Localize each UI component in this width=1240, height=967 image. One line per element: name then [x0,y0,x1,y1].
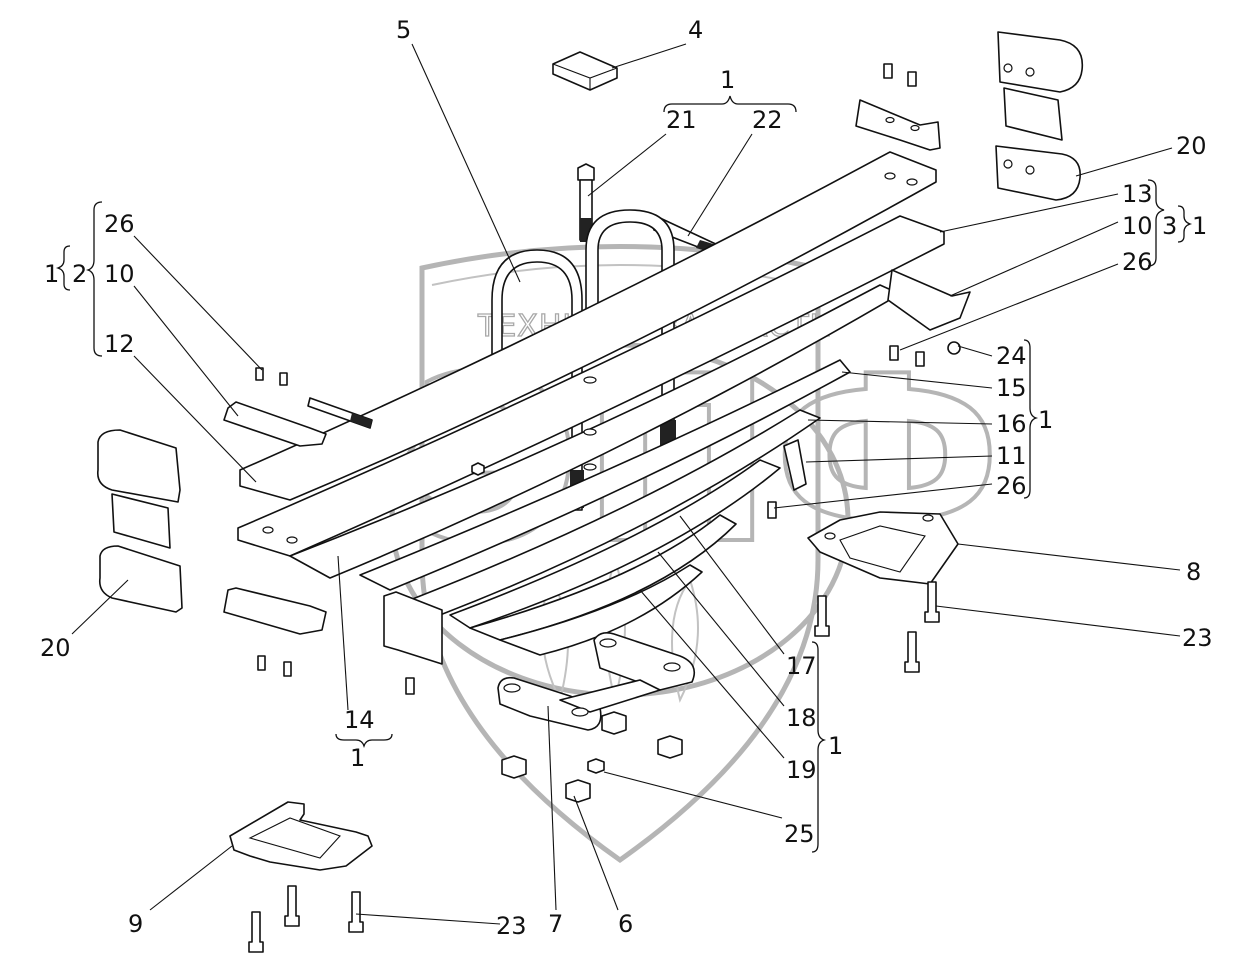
callout-26-right: 26 [1122,248,1153,276]
brace-right-3-outer [1177,205,1193,243]
brace-14 [335,733,393,749]
nut [565,779,591,803]
callout-12: 12 [104,330,135,358]
callout-10-right: 10 [1122,212,1153,240]
callout-13: 13 [1122,180,1153,208]
callout-8: 8 [1186,558,1201,586]
callout-16: 16 [996,410,1027,438]
part-20-support-left [96,429,183,613]
callout-19: 19 [786,756,817,784]
callout-9: 9 [128,910,143,938]
callout-4: 4 [688,16,703,44]
group-label-14: 1 [350,744,365,772]
callout-7: 7 [548,910,563,938]
callout-11: 11 [996,442,1027,470]
part-clamp-left [383,591,443,665]
brace-lower-1 [811,641,827,853]
callout-15: 15 [996,374,1027,402]
brace-right-1 [1023,339,1039,499]
group-label-left-2-outer: 1 [44,260,59,288]
callout-10-left: 10 [104,260,135,288]
part-23-bolts-right [814,581,940,673]
part-4-rubber-pad [552,51,618,91]
group-label-top: 1 [720,66,735,94]
part-10-bracket-right [887,269,971,331]
leader-lines [71,43,1181,925]
callout-23-right: 23 [1182,624,1213,652]
callout-labels: 5 4 1 21 22 20 13 10 3 1 26 24 15 16 1 1… [40,16,1213,940]
callout-17: 17 [786,652,817,680]
nut [601,711,627,735]
part-9-bracket [229,801,373,871]
leaf-17 [449,459,781,629]
group-label-left-2: 2 [72,260,87,288]
leaf-16 [409,409,821,616]
group-braces [55,95,1193,853]
group-label-3: 3 [1162,212,1177,240]
part-10-bracket-top [855,63,941,151]
leaf-12 [239,151,937,501]
part-7-shackle [497,632,696,731]
callout-5: 5 [396,16,411,44]
callout-6: 6 [618,910,633,938]
leaf-13 [237,215,945,557]
callout-20-right: 20 [1176,132,1207,160]
callout-26-left: 26 [104,210,135,238]
callout-21: 21 [666,106,697,134]
brace-top [663,95,797,113]
brace-right-3 [1147,179,1165,267]
callout-18: 18 [786,704,817,732]
nut [501,755,527,779]
group-label-right-1: 1 [1038,406,1053,434]
nut [471,462,485,476]
group-label-lower-1: 1 [828,732,843,760]
brace-left-2 [85,201,103,357]
nut [657,735,683,759]
part-11-clamp [767,341,961,519]
nut [587,758,605,774]
part-10-bracket-left [223,367,373,447]
leaf-19 [499,564,703,656]
callout-25: 25 [784,820,815,848]
nuts [471,462,683,803]
part-20-support-right [995,31,1084,201]
leaf-spring-stack [237,151,945,656]
brace-left-2-outer [55,245,71,291]
callout-14: 14 [344,706,375,734]
watermark-shield [419,244,821,864]
callout-20-left: 20 [40,634,71,662]
callout-26-mid: 26 [996,472,1027,500]
lower-left-clip [223,587,415,695]
part-23-bolts-left [248,885,364,953]
leaf-15 [359,359,851,591]
callout-23-bottom: 23 [496,912,527,940]
callout-22: 22 [752,106,783,134]
callout-24: 24 [996,342,1027,370]
group-label-3-outer: 1 [1192,212,1207,240]
